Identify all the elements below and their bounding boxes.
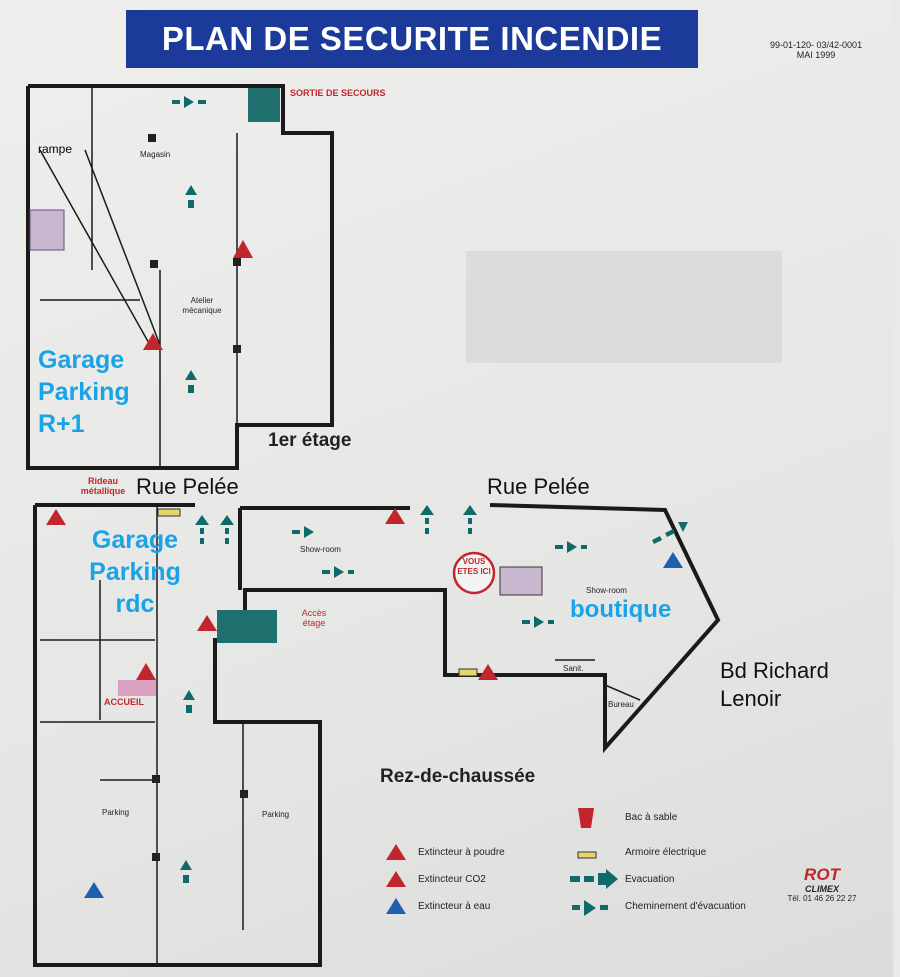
evacuation-path-icon (172, 96, 206, 108)
redacted-area (466, 251, 782, 363)
evacuation-path-icon (183, 690, 195, 713)
evacuation-arrow-icon (220, 515, 234, 544)
office-label: Bureau (608, 700, 634, 709)
company-phone: Tél. 01 46 26 22 27 (787, 894, 857, 903)
garage-rdc-annotation: Garage Parking rdc (89, 526, 181, 618)
parking-2-label: Parking (262, 810, 290, 819)
first-floor-label: 1er étage (268, 430, 352, 451)
extinguisher-icons (46, 240, 498, 680)
stairs-ground (217, 610, 277, 643)
parking-1-label: Parking (102, 808, 130, 817)
toilets-label: Sanit. (563, 664, 584, 673)
workshop-label: Atelier mécanique (182, 296, 222, 315)
plan-title: PLAN DE SECURITE INCENDIE (126, 10, 698, 68)
extinguisher-icon (136, 663, 156, 680)
extinguisher-icon (385, 508, 405, 524)
you-are-here-label: VOUS ETES ICI (457, 557, 491, 576)
extinguisher-icon (46, 509, 66, 525)
metal-shutter-label: Rideau métallique (80, 476, 126, 496)
company-brand: ROT (804, 865, 840, 884)
company-sub: CLIMEX (804, 884, 839, 894)
extinguisher-icon (478, 664, 498, 680)
evacuation-arrow-icon (195, 515, 209, 544)
upper-floor-outline (26, 84, 334, 470)
evacuation-arrow-icon (420, 505, 434, 534)
legend-evacuation: Evacuation (625, 874, 675, 885)
legend-powder-extinguisher: Extincteur à poudre (418, 847, 505, 858)
reference-block: 99-01-120- 03/42-0001 MAI 1999 (770, 40, 862, 60)
extinguisher-icon (197, 615, 217, 631)
evacuation-path-icon (292, 526, 314, 538)
evacuation-path-icon (522, 616, 554, 628)
showroom-2-label: Show-room (586, 586, 627, 595)
extinguisher-icon (233, 240, 253, 258)
extinguisher-icon (143, 333, 163, 350)
company-logo: ROT CLIMEX Tél. 01 46 26 22 27 (782, 865, 862, 904)
shop-annotation: boutique (570, 596, 672, 623)
evacuation-path-icon (185, 185, 197, 208)
legend-evacuation-path: Cheminement d'évacuation (625, 901, 746, 912)
garage-r1-annotation: Garage Parking R+1 (38, 346, 130, 438)
ground-floor-label: Rez-de-chaussée (380, 766, 536, 787)
evacuation-arrow-icon (652, 522, 688, 544)
street-label-right: Rue Pelée (487, 474, 590, 499)
ground-floor-outline (33, 503, 721, 967)
legend-sand-bucket: Bac à sable (625, 812, 678, 823)
showroom-1-label: Show-room (300, 545, 341, 554)
evacuation-path-icon (180, 860, 192, 883)
stairs-upper (248, 88, 280, 122)
water-extinguisher-icon (663, 552, 683, 568)
evacuation-arrow-icon (463, 505, 477, 534)
legend-water-extinguisher: Extincteur à eau (418, 901, 491, 912)
plan-date: MAI 1999 (796, 50, 836, 60)
emergency-exit-label: SORTIE DE SECOURS (290, 88, 386, 98)
evacuation-path-icon (555, 541, 587, 553)
street-label-left: Rue Pelée (136, 474, 239, 499)
evacuation-path-icon (322, 566, 354, 578)
boulevard-label: Bd Richard Lenoir (720, 658, 829, 711)
floor-access-label: Accès étage (301, 608, 327, 628)
reception-label: ACCUEIL (104, 697, 144, 707)
evacuation-arrows (172, 96, 688, 916)
store-label: Magasin (140, 150, 171, 159)
water-extinguisher-icon (84, 882, 104, 898)
legend-electrical-cabinet: Armoire électrique (625, 847, 707, 858)
ramp-label: rampe (38, 142, 73, 156)
you-are-here-marker (452, 551, 496, 595)
reference-code: 99-01-120- 03/42-0001 (770, 40, 863, 50)
legend-co2-extinguisher: Extincteur CO2 (418, 874, 486, 885)
evacuation-path-icon (185, 370, 197, 393)
